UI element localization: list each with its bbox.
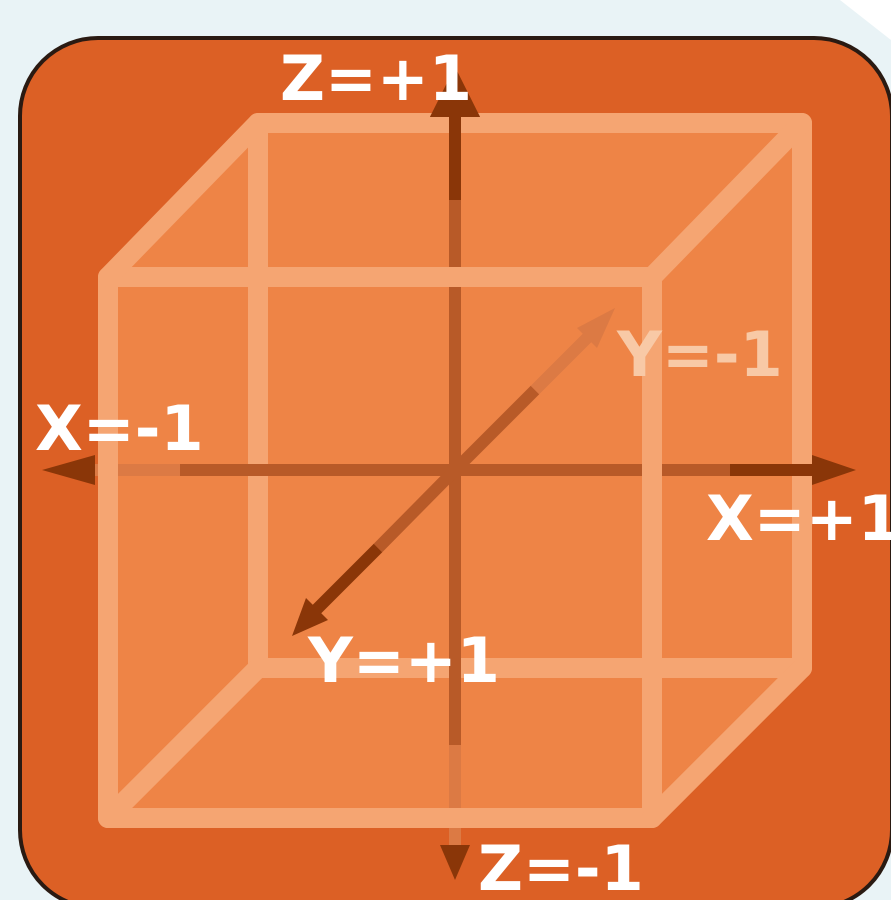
y-axis-back — [450, 385, 540, 475]
x-axis-arrow-left — [42, 455, 95, 485]
corner-background-wedge — [840, 0, 891, 40]
x-axis-arrow-right — [812, 455, 856, 485]
label-y-negative: Y=-1 — [616, 318, 783, 391]
y-axis-arrow-back — [577, 308, 615, 348]
label-x-positive: X=+1 — [706, 482, 891, 555]
label-z-negative: Z=-1 — [478, 832, 644, 900]
cube-front — [98, 113, 812, 828]
axes — [42, 66, 856, 880]
y-axis-arrow-front — [292, 598, 328, 636]
z-axis-arrow-down — [440, 845, 470, 880]
label-x-negative: X=-1 — [35, 392, 204, 465]
axis-labels: Z=+1 Z=-1 X=-1 X=+1 Y=-1 Y=+1 — [35, 42, 891, 900]
cube-edge-back-bottom-left — [98, 658, 268, 828]
cube-edge-bottom-right — [642, 658, 812, 828]
label-y-positive: Y=+1 — [307, 624, 500, 697]
cube-edge-top-left — [98, 113, 268, 287]
label-z-positive: Z=+1 — [280, 42, 472, 115]
y-axis-front-outer — [310, 543, 383, 616]
y-axis-front — [373, 465, 460, 553]
cube-edge-top-right — [642, 113, 812, 287]
y-axis-back-outer — [530, 330, 595, 395]
